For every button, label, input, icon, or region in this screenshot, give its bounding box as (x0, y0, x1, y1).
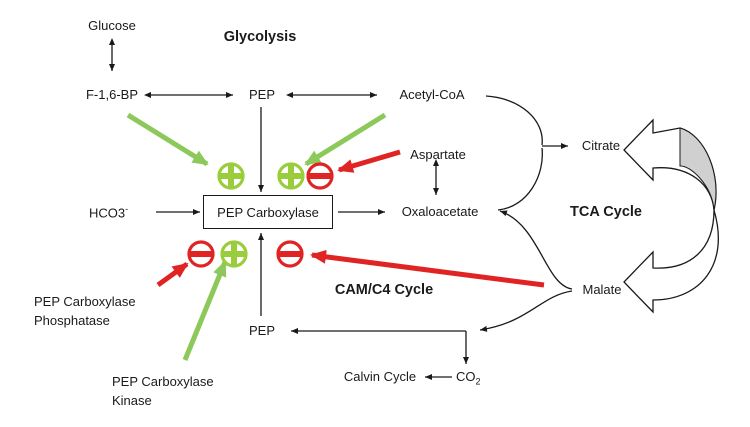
minus-symbol-top (306, 162, 334, 190)
node-f16bp: F-1,6-BP (85, 87, 139, 102)
kinase-line-1: PEP Carboxylase (112, 374, 214, 389)
plus-symbol-bottom (220, 240, 248, 268)
node-calvin-cycle: Calvin Cycle (343, 369, 417, 384)
inhibition-arrow-malate (310, 249, 545, 288)
heading-glycolysis: Glycolysis (223, 29, 297, 45)
node-malate: Malate (582, 282, 622, 297)
heading-tca-cycle: TCA Cycle (570, 204, 642, 220)
node-citrate: Citrate (581, 138, 621, 153)
activation-arrow-kinase (182, 260, 228, 361)
node-hco3: HCO3- (89, 204, 128, 220)
activation-arrow-f16bp (126, 112, 209, 167)
node-pep-top: PEP (248, 87, 276, 102)
node-pep-bottom: PEP (248, 323, 276, 338)
pep-carboxylase-label: PEP Carboxylase (217, 204, 319, 220)
minus-symbol-bottom-1 (187, 240, 215, 268)
phosphatase-line-2: Phosphatase (34, 313, 110, 328)
co2-subscript: 2 (475, 376, 481, 387)
kinase-line-2: Kinase (112, 393, 152, 408)
node-glucose: Glucose (88, 18, 136, 33)
curve-acetylcoa-citrate (485, 95, 543, 146)
curve-oxaloacetate-citrate (497, 147, 543, 211)
heading-cam-c4-cycle: CAM/C4 Cycle (334, 282, 434, 298)
node-pep-carboxylase-phosphatase: PEP Carboxylase Phosphatase (34, 292, 136, 330)
hco3-superscript: - (125, 204, 129, 214)
node-oxaloacetate: Oxaloacetate (401, 204, 479, 219)
co2-text: CO (456, 369, 476, 384)
node-pep-carboxylase: PEP Carboxylase (203, 195, 333, 229)
node-acetyl-coa: Acetyl-CoA (399, 87, 465, 102)
activation-arrow-acetylcoa (304, 112, 387, 167)
curve-malate-oxaloacetate (499, 210, 573, 290)
tca-cycle-arrow-icon (623, 118, 719, 314)
node-aspartate: Aspartate (410, 147, 466, 162)
node-pep-carboxylase-kinase: PEP Carboxylase Kinase (112, 372, 214, 410)
phosphatase-line-1: PEP Carboxylase (34, 294, 136, 309)
minus-symbol-bottom-2 (276, 240, 304, 268)
node-co2: CO2 (456, 369, 481, 387)
hco3-text: HCO3 (89, 205, 126, 221)
inhibition-arrow-aspartate (337, 149, 401, 173)
plus-symbol-top-2 (277, 162, 305, 190)
curve-malate-branch (479, 290, 573, 332)
plus-symbol-top-1 (217, 162, 245, 190)
inhibition-arrow-phosphatase (156, 261, 189, 288)
